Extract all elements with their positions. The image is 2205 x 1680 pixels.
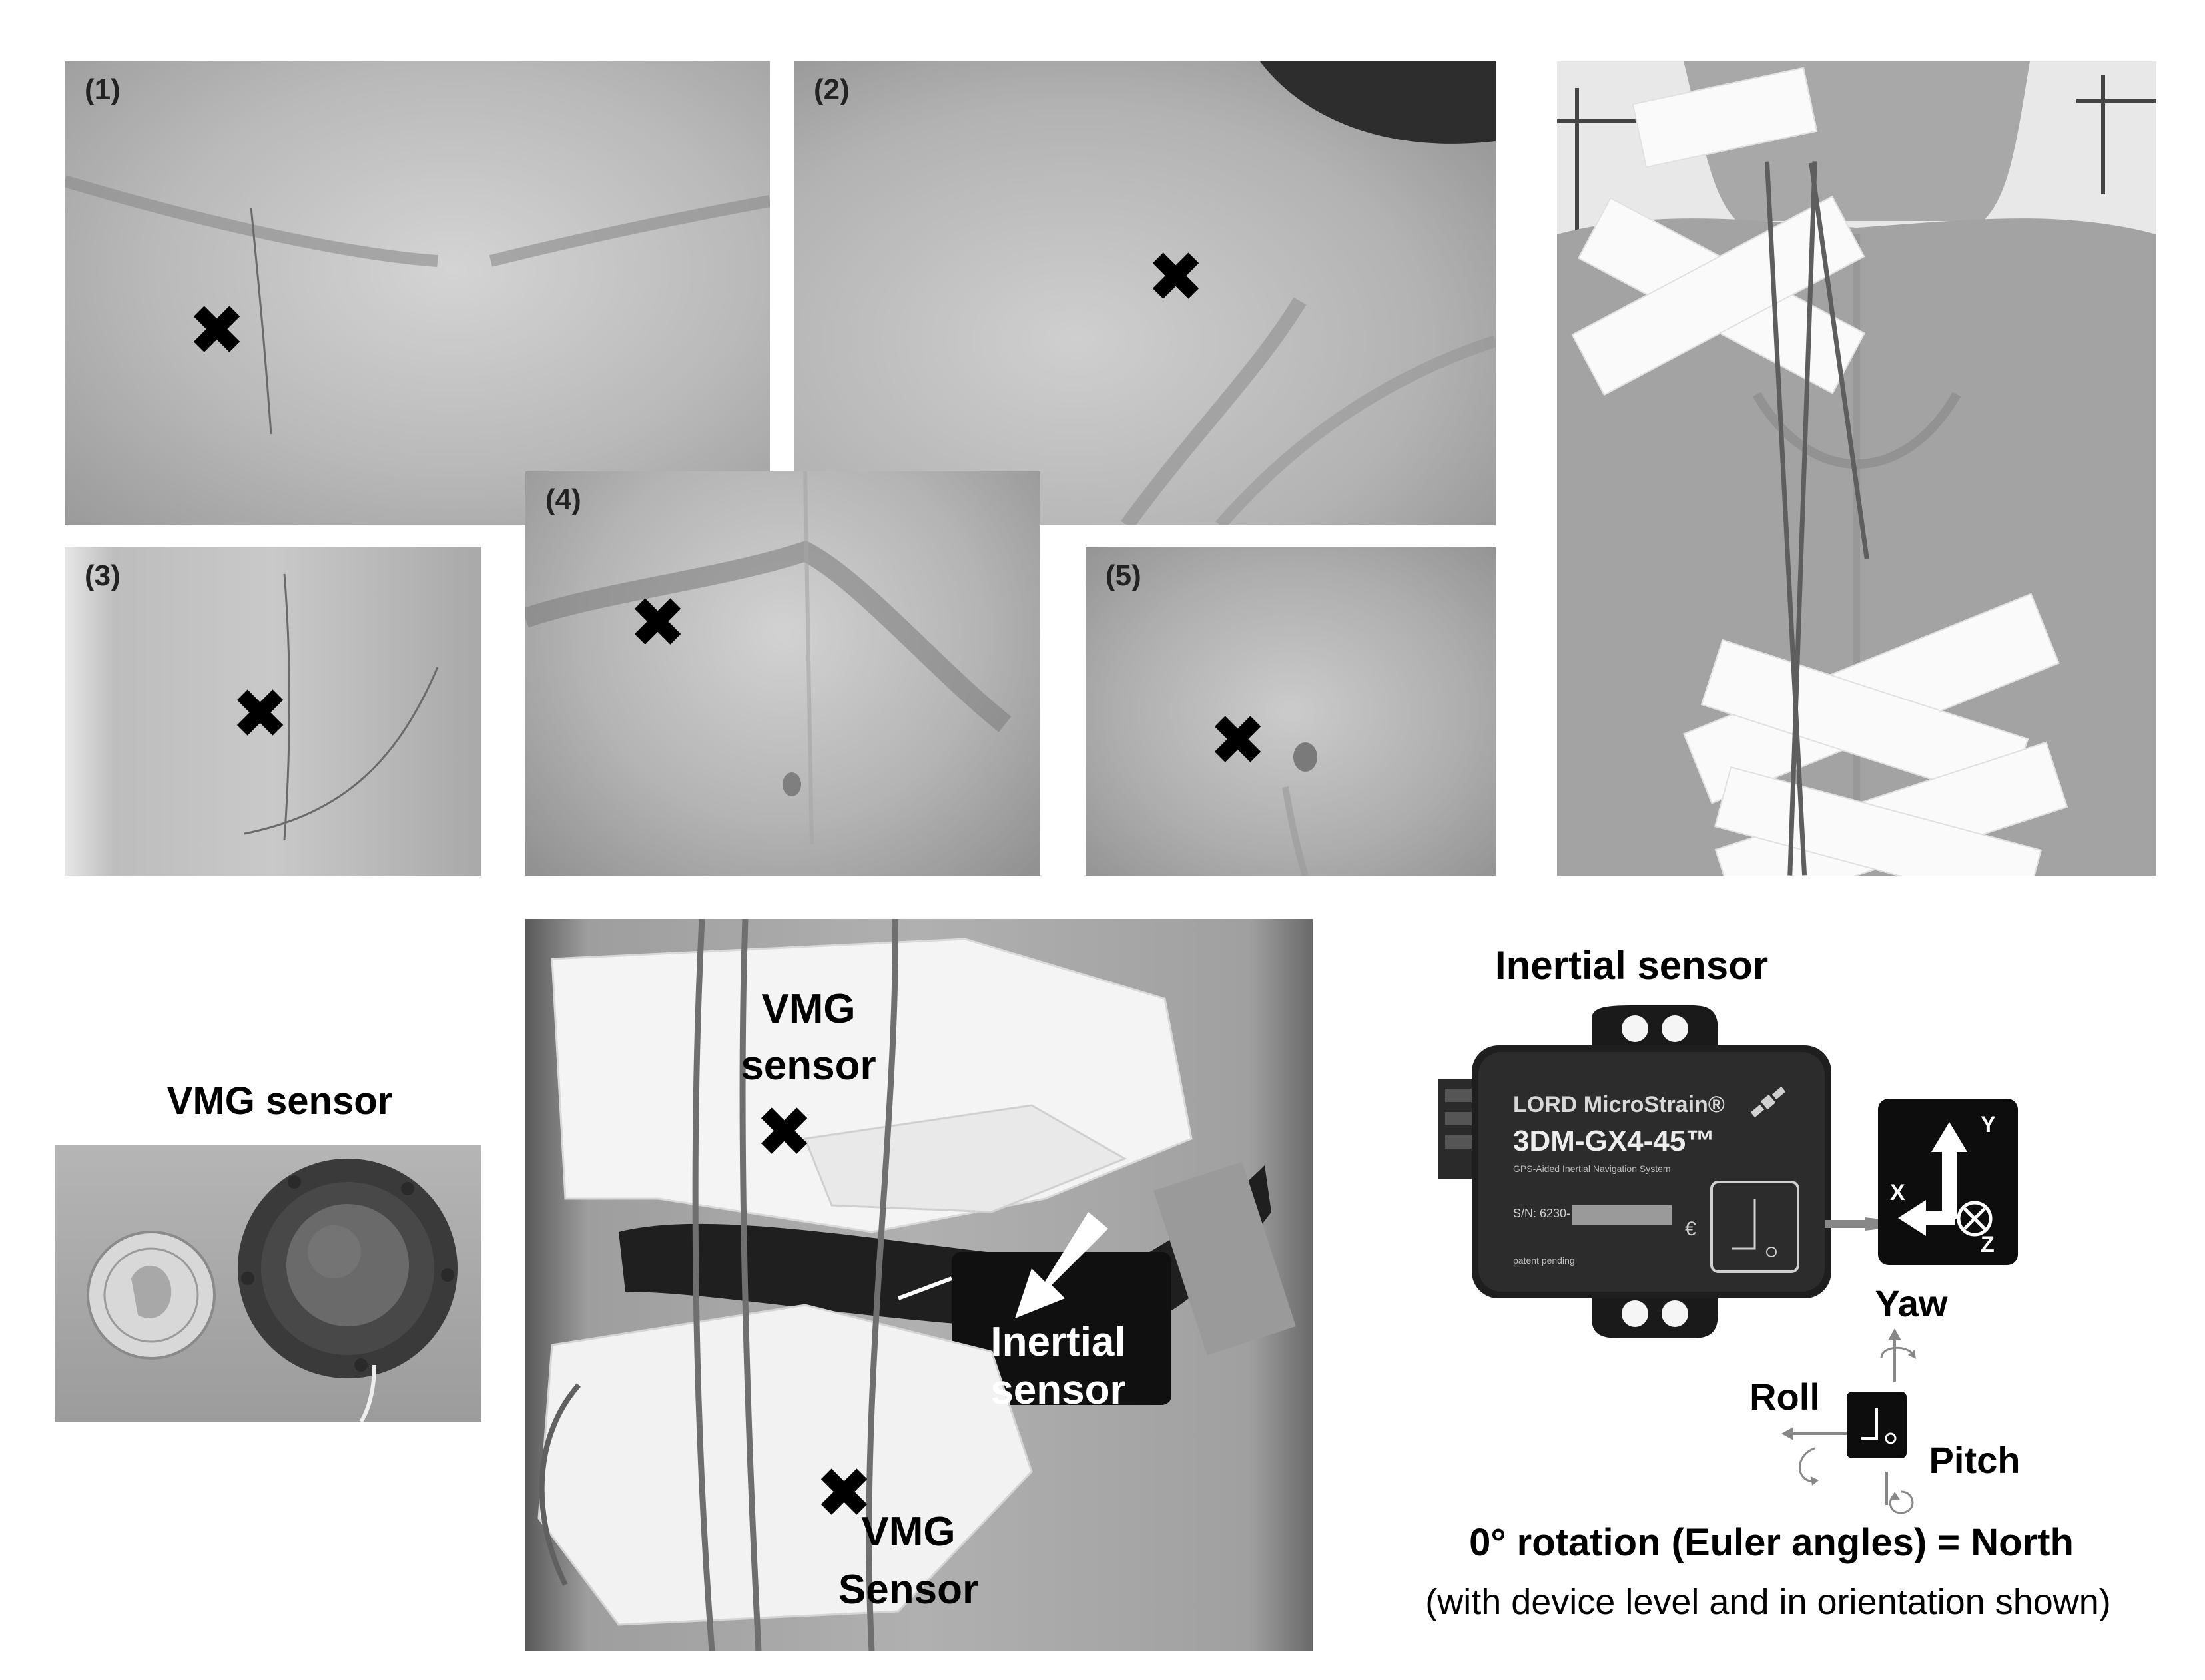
pitch-rotation-icon — [1885, 1472, 1914, 1514]
satellite-icon — [1750, 1086, 1786, 1118]
inertial-sensor-title: Inertial sensor — [1494, 943, 1769, 987]
panel-label: (1) — [85, 73, 121, 106]
placement-x-marker: ✖ — [815, 1452, 874, 1534]
flank-contour — [244, 573, 439, 841]
rotation-subnote: (with device level and in orientation sh… — [1425, 1582, 2111, 1622]
panel-label: (2) — [814, 73, 850, 106]
vmg-top-label-line1: VMG — [761, 986, 856, 1032]
vmg-sensor-photo — [55, 1145, 481, 1422]
svg-text:€: € — [1685, 1218, 1696, 1240]
axis-label-z: Z — [1981, 1232, 1995, 1257]
sensor-placement-photo: VMG sensor ✖ Inertial sensor ✖ VMG Senso… — [525, 919, 1313, 1651]
placement-x-marker: ✖ — [231, 673, 290, 754]
torso-photo — [1557, 61, 2156, 876]
neck-contour — [1121, 61, 1496, 525]
inertial-sensor-device: LORD MicroStrain® 3DM-GX4-45™ GPS-Aided … — [1438, 1005, 1925, 1338]
placement-x-marker: ✖ — [755, 1091, 814, 1173]
sensor-placement-image — [537, 919, 1296, 1651]
vmg-top-label-line2: sensor — [741, 1043, 876, 1089]
navel-contour — [1282, 742, 1317, 876]
photo-panel-2: (2) ✖ — [794, 61, 1496, 525]
panel-label: (4) — [545, 483, 581, 516]
device-serial: S/N: 6230- — [1513, 1207, 1570, 1220]
pitch-label: Pitch — [1929, 1439, 2021, 1481]
photo-panel-1: (1) ✖ — [65, 61, 770, 525]
roll-label: Roll — [1749, 1376, 1820, 1418]
vmg-bottom-label-line2: Sensor — [838, 1567, 979, 1613]
axis-orientation-box: Y X Z — [1878, 1099, 2018, 1265]
roll-rotation-icon — [1781, 1427, 1848, 1486]
rotation-note: 0° rotation (Euler angles) = North — [1469, 1521, 2074, 1564]
torso-background — [1557, 61, 2156, 876]
yaw-label: Yaw — [1875, 1282, 1948, 1324]
placement-x-marker: ✖ — [188, 290, 246, 371]
device-brand: LORD MicroStrain® — [1513, 1092, 1725, 1117]
vmg-bottom-label-line1: VMG — [861, 1509, 956, 1555]
collarbone-contour — [65, 175, 770, 435]
photo-panel-4: (4) ✖ — [525, 471, 1040, 876]
device-patent: patent pending — [1513, 1255, 1575, 1266]
axis-label-y: Y — [1981, 1112, 1996, 1137]
photo-panel-5: (5) ✖ — [1086, 547, 1496, 876]
inertial-sensor-label-line2: sensor — [990, 1367, 1126, 1413]
orientation-cube-icon — [1847, 1392, 1907, 1458]
inertial-sensor-label-line1: Inertial — [990, 1319, 1126, 1365]
device-subtitle: GPS-Aided Inertial Navigation System — [1513, 1163, 1671, 1174]
device-model: 3DM-GX4-45™ — [1513, 1125, 1715, 1157]
vmg-sensor-image — [87, 1159, 458, 1422]
ribcage-contour — [525, 471, 1012, 845]
vmg-sensor-title: VMG sensor — [166, 1079, 393, 1123]
placement-x-marker: ✖ — [1147, 236, 1205, 318]
panel-label: (5) — [1105, 559, 1141, 592]
axis-label-x: X — [1890, 1180, 1905, 1205]
panel-label: (3) — [85, 559, 121, 592]
placement-x-marker: ✖ — [1209, 700, 1267, 781]
orientation-axes-icon — [1861, 1408, 1897, 1444]
yaw-rotation-icon — [1880, 1328, 1916, 1382]
axis-arrows-icon — [1898, 1122, 1993, 1237]
photo-panel-3: (3) ✖ — [65, 547, 481, 876]
arrow-icon — [1015, 1212, 1108, 1318]
placement-x-marker: ✖ — [629, 582, 687, 663]
